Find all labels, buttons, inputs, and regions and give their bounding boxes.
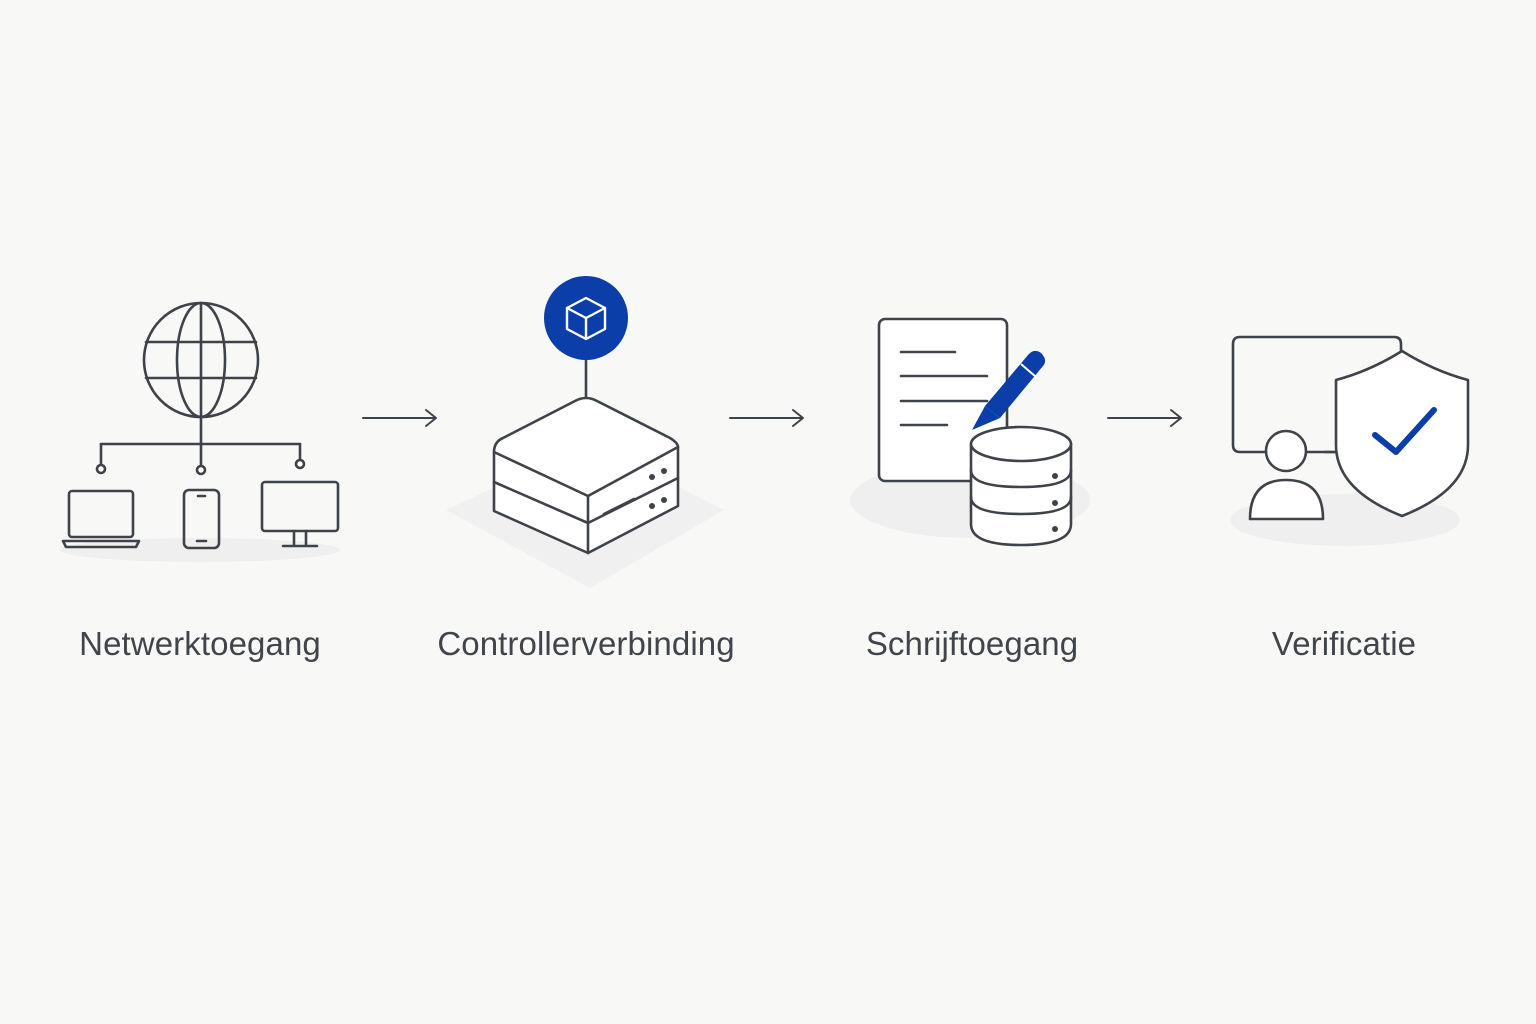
document-pencil-database-icon <box>850 317 1090 547</box>
step-label-netwerktoegang: Netwerktoegang <box>79 625 321 662</box>
arrow-right-icon <box>1107 409 1182 427</box>
arrow-right-icon <box>729 409 804 427</box>
server-box-cube-icon <box>446 276 724 588</box>
step-label-controllerverbinding: Controllerverbinding <box>437 625 735 662</box>
globe-network-devices-icon <box>60 301 340 562</box>
arrow-right-icon <box>362 409 437 427</box>
step-label-schrijftoegang: Schrijftoegang <box>865 625 1079 662</box>
step-label-verificatie: Verificatie <box>1271 625 1417 662</box>
user-shield-check-icon <box>1230 335 1470 546</box>
